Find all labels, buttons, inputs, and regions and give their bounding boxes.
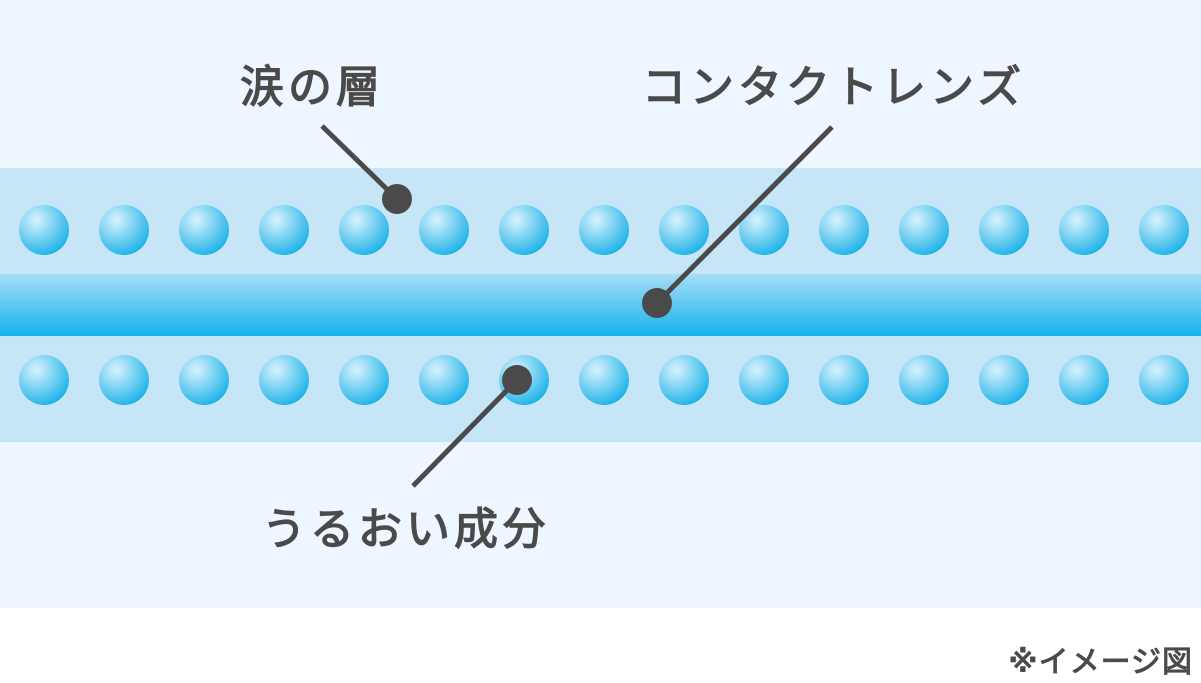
particle-top-6 bbox=[419, 205, 469, 255]
particle-top-2 bbox=[99, 205, 149, 255]
particle-row-bottom bbox=[19, 355, 1189, 405]
moisturizing-ingredient-label: うるおい成分 bbox=[262, 504, 550, 555]
leader-dot-moist bbox=[502, 365, 532, 395]
leader-dot-tear bbox=[382, 184, 412, 214]
particle-bottom-11 bbox=[819, 355, 869, 405]
leader-line-tear bbox=[320, 124, 399, 201]
particle-bottom-13 bbox=[979, 355, 1029, 405]
contact-lens-label: コンタクトレンズ bbox=[642, 62, 1026, 113]
tear-layer-label: 涙の層 bbox=[240, 62, 384, 113]
particle-top-15 bbox=[1139, 205, 1189, 255]
particle-bottom-1 bbox=[19, 355, 69, 405]
particle-top-1 bbox=[19, 205, 69, 255]
particle-top-8 bbox=[579, 205, 629, 255]
particle-top-10 bbox=[739, 205, 789, 255]
particle-top-5 bbox=[339, 205, 389, 255]
particle-bottom-5 bbox=[339, 355, 389, 405]
particle-bottom-4 bbox=[259, 355, 309, 405]
leader-lines bbox=[320, 124, 834, 488]
particle-bottom-15 bbox=[1139, 355, 1189, 405]
particle-bottom-6 bbox=[419, 355, 469, 405]
particle-bottom-12 bbox=[899, 355, 949, 405]
particle-top-9 bbox=[659, 205, 709, 255]
particle-bottom-14 bbox=[1059, 355, 1109, 405]
contact-lens-band bbox=[0, 274, 1201, 336]
leader-dot-lens bbox=[642, 288, 672, 318]
leader-line-lens bbox=[655, 125, 834, 305]
particle-top-11 bbox=[819, 205, 869, 255]
particle-top-14 bbox=[1059, 205, 1109, 255]
particle-top-13 bbox=[979, 205, 1029, 255]
particle-top-12 bbox=[899, 205, 949, 255]
particle-bottom-2 bbox=[99, 355, 149, 405]
leader-line-moist bbox=[411, 378, 519, 488]
particle-row-top bbox=[19, 205, 1189, 255]
particle-top-4 bbox=[259, 205, 309, 255]
particle-top-3 bbox=[179, 205, 229, 255]
image-note-label: ※イメージ図 bbox=[1008, 645, 1193, 680]
particle-top-7 bbox=[499, 205, 549, 255]
particle-bottom-10 bbox=[739, 355, 789, 405]
particle-bottom-9 bbox=[659, 355, 709, 405]
particle-bottom-3 bbox=[179, 355, 229, 405]
particle-bottom-8 bbox=[579, 355, 629, 405]
